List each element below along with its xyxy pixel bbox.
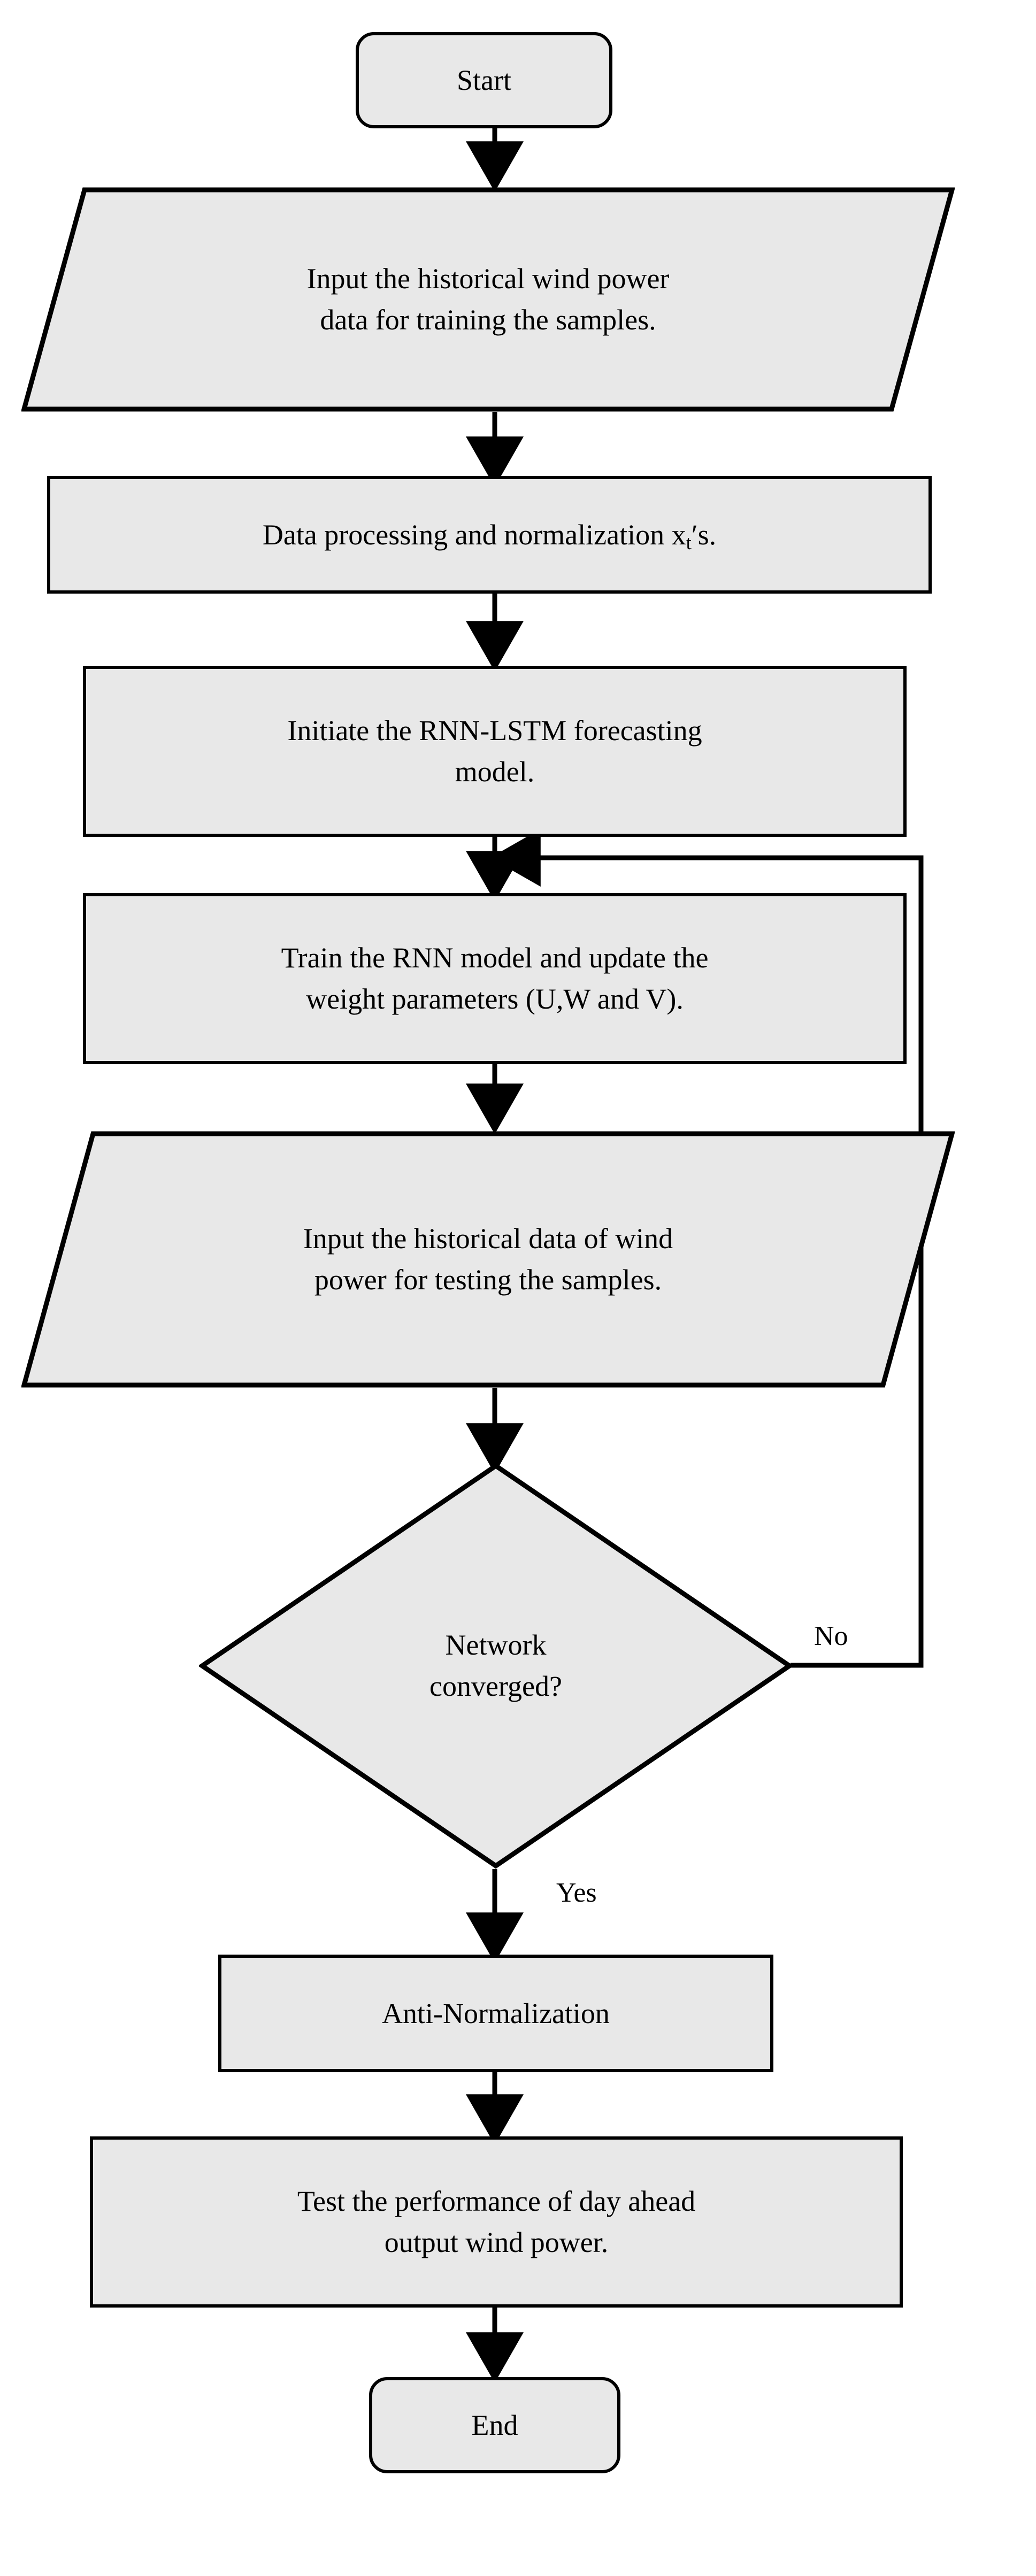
node-initiate-model[interactable]: Initiate the RNN-LSTM forecasting model.: [83, 666, 907, 837]
node-data-processing-label: Data processing and normalization xt′s.: [253, 514, 726, 556]
node-train-model-label: Train the RNN model and update the weigh…: [281, 942, 709, 1015]
node-input-testing-label: Input the historical data of wind power …: [303, 1222, 673, 1296]
node-train-model[interactable]: Train the RNN model and update the weigh…: [83, 893, 907, 1064]
node-test-performance[interactable]: Test the performance of day ahead output…: [90, 2136, 903, 2308]
node-anti-normalization-label: Anti-Normalization: [382, 1997, 610, 2029]
node-end[interactable]: End: [369, 2377, 620, 2473]
node-start[interactable]: Start: [356, 32, 612, 128]
edge-label-yes: Yes: [556, 1878, 597, 1908]
node-test-performance-label: Test the performance of day ahead output…: [297, 2185, 696, 2258]
node-end-label: End: [471, 2409, 518, 2441]
node-anti-normalization[interactable]: Anti-Normalization: [218, 1955, 773, 2072]
node-start-label: Start: [457, 64, 511, 96]
node-input-training[interactable]: Input the historical wind power data for…: [21, 187, 955, 412]
node-input-testing[interactable]: Input the historical data of wind power …: [21, 1131, 955, 1388]
node-input-training-label: Input the historical wind power data for…: [306, 263, 670, 336]
node-data-processing-subscript: t: [686, 532, 692, 554]
node-data-processing-prefix: Data processing and normalization x: [262, 518, 686, 551]
edge-label-no: No: [814, 1621, 848, 1651]
node-decision-converged[interactable]: Network converged?: [199, 1463, 793, 1869]
node-initiate-model-label: Initiate the RNN-LSTM forecasting model.: [287, 714, 702, 788]
node-data-processing-suffix: ′s.: [691, 518, 717, 551]
node-data-processing[interactable]: Data processing and normalization xt′s.: [47, 476, 932, 594]
node-decision-converged-label: Network converged?: [429, 1629, 562, 1702]
